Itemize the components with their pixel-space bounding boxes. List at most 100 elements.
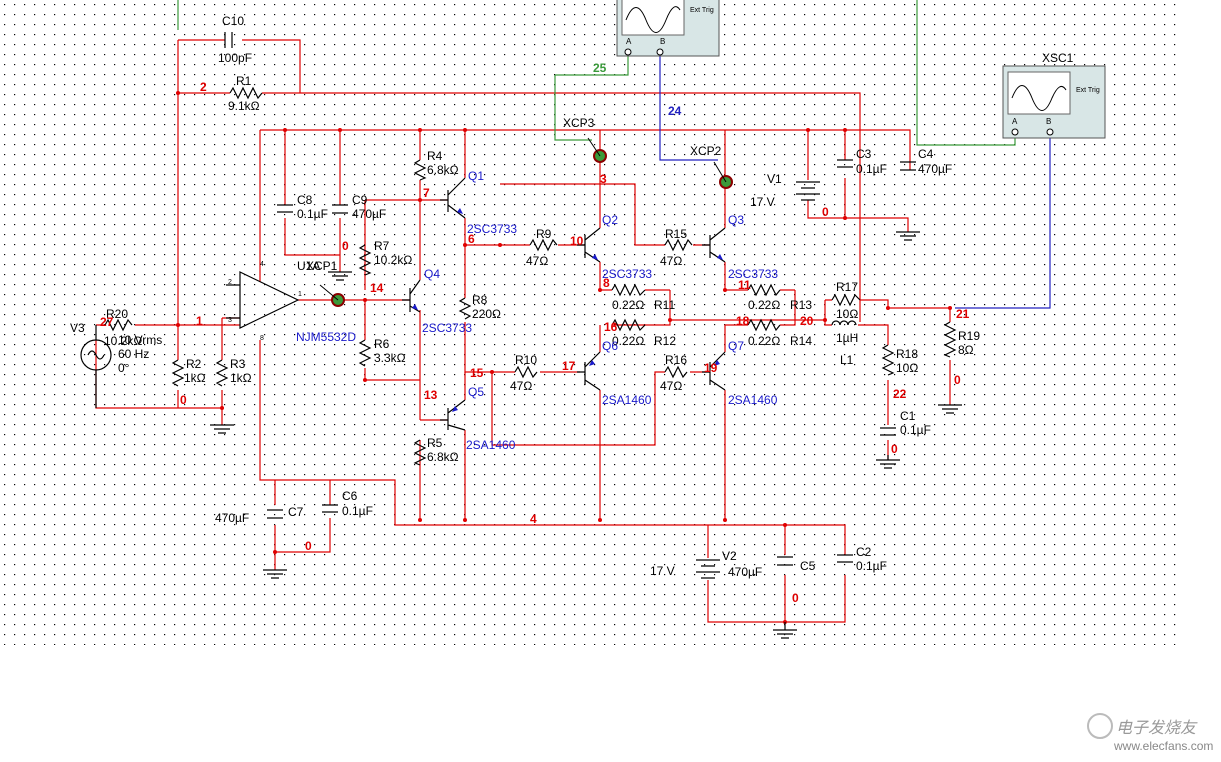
svg-text:17: 17 xyxy=(562,359,576,373)
r1-symbol xyxy=(229,86,263,100)
v3-line2: 60 Hz xyxy=(118,347,149,361)
svg-text:0: 0 xyxy=(342,239,349,253)
r19-value: 8Ω xyxy=(958,343,974,357)
junctions xyxy=(176,91,952,624)
r4-symbol xyxy=(413,159,427,181)
r17-symbol xyxy=(831,293,861,307)
r5-symbol xyxy=(413,439,427,466)
q4-part: 2SC3733 xyxy=(422,321,472,335)
c9-ref: C9 xyxy=(352,193,368,207)
q5-symbol xyxy=(440,399,466,431)
svg-text:8: 8 xyxy=(260,335,264,342)
xsc1-ref: XSC1 xyxy=(1042,51,1074,65)
watermark-url: www.elecfans.com xyxy=(1113,739,1213,753)
svg-text:0: 0 xyxy=(954,373,961,387)
c4-ref: C4 xyxy=(918,147,934,161)
r8-ref: R8 xyxy=(472,293,488,307)
r17-value: 10Ω xyxy=(836,307,858,321)
svg-text:20: 20 xyxy=(800,314,814,328)
c8-symbol xyxy=(277,204,293,213)
xcp2-ref: XCP2 xyxy=(690,144,722,158)
r13-ref: R13 xyxy=(790,298,812,312)
r16-symbol xyxy=(664,365,688,379)
c1-value: 0.1µF xyxy=(900,423,931,437)
watermark-cn: 电子发烧友 xyxy=(1116,719,1198,737)
svg-text:14: 14 xyxy=(370,281,384,295)
r15-value: 47Ω xyxy=(660,254,682,268)
v1-value: 17 V xyxy=(750,195,775,209)
scope-xsc1-a: A xyxy=(1012,117,1018,126)
u1-ref: U1A xyxy=(297,259,320,273)
svg-text:4: 4 xyxy=(260,261,264,268)
q6-part: 2SA1460 xyxy=(602,393,652,407)
r11-value: 0.22Ω xyxy=(612,298,644,312)
c7-value: 470µF xyxy=(215,511,249,525)
q4-ref: Q4 xyxy=(424,267,440,281)
svg-text:21: 21 xyxy=(956,307,970,321)
r19-ref: R19 xyxy=(958,329,980,343)
svg-text:0: 0 xyxy=(891,442,898,456)
c1-ref: C1 xyxy=(900,409,916,423)
r5-ref: R5 xyxy=(427,436,443,450)
v1-ref: V1 xyxy=(767,172,782,186)
c7-ref: C7 xyxy=(288,505,304,519)
r18-value: 10Ω xyxy=(896,361,918,375)
c10-value: 100pF xyxy=(218,51,252,65)
oscilloscope-top[interactable]: Ext Trig A B xyxy=(616,0,720,57)
r4-value: 6.8kΩ xyxy=(427,163,459,177)
svg-text:11: 11 xyxy=(738,278,751,292)
svg-text:7: 7 xyxy=(423,186,430,200)
svg-text:2: 2 xyxy=(228,279,232,286)
r16-ref: R16 xyxy=(665,353,687,367)
q1-part: 2SC3733 xyxy=(467,222,517,236)
c6-value: 0.1µF xyxy=(342,504,373,518)
ground-symbols xyxy=(210,231,962,639)
xcp3-probe xyxy=(587,137,607,163)
scope-top-b: B xyxy=(660,37,665,46)
svg-text:0: 0 xyxy=(180,393,187,407)
c2-value: 0.1µF xyxy=(856,559,887,573)
probes xyxy=(319,137,733,307)
c9-symbol xyxy=(332,204,348,214)
q5-ref: Q5 xyxy=(468,385,484,399)
r14-value: 0.22Ω xyxy=(748,334,780,348)
q3-ref: Q3 xyxy=(728,213,744,227)
r15-ref: R15 xyxy=(665,227,687,241)
q7-part: 2SA1460 xyxy=(728,393,778,407)
r13-value: 0.22Ω xyxy=(748,298,780,312)
c6-ref: C6 xyxy=(342,489,358,503)
v1-symbol xyxy=(796,181,820,201)
v2-value: 17 V xyxy=(650,564,675,578)
svg-text:3: 3 xyxy=(228,317,232,324)
scope-wires xyxy=(177,0,1051,309)
svg-text:6: 6 xyxy=(468,232,475,246)
r10-symbol xyxy=(514,365,538,379)
net-labels: 27 2 1 0 0 0 0 0 0 0 7 6 14 10 3 8 11 20… xyxy=(100,61,970,605)
q2-ref: Q2 xyxy=(602,213,618,227)
wires xyxy=(95,39,951,623)
svg-text:24: 24 xyxy=(668,104,682,118)
svg-text:25: 25 xyxy=(593,61,607,75)
q7-ref: Q7 xyxy=(728,339,744,353)
scope-top-a: A xyxy=(626,37,632,46)
r1-ref: R1 xyxy=(236,74,252,88)
v3-ref: V3 xyxy=(70,321,85,335)
r12-value: 0.22Ω xyxy=(612,334,644,348)
svg-text:27: 27 xyxy=(100,315,114,329)
q3-part: 2SC3733 xyxy=(728,267,778,281)
xcp3-ref: XCP3 xyxy=(563,116,595,130)
c8-ref: C8 xyxy=(297,193,313,207)
oscilloscope-xsc1[interactable]: Ext Trig A B xyxy=(1002,65,1106,139)
r8-value: 220Ω xyxy=(472,307,501,321)
c1-symbol xyxy=(880,427,896,436)
q2-part: 2SC3733 xyxy=(602,267,652,281)
q3-symbol xyxy=(702,227,726,263)
svg-text:3: 3 xyxy=(600,172,607,186)
v2-symbol xyxy=(696,559,720,579)
l1-symbol xyxy=(831,320,857,326)
c10-ref: C10 xyxy=(222,14,244,28)
r2-symbol xyxy=(171,359,185,387)
r16-value: 47Ω xyxy=(660,379,682,393)
c2-ref: C2 xyxy=(856,545,872,559)
